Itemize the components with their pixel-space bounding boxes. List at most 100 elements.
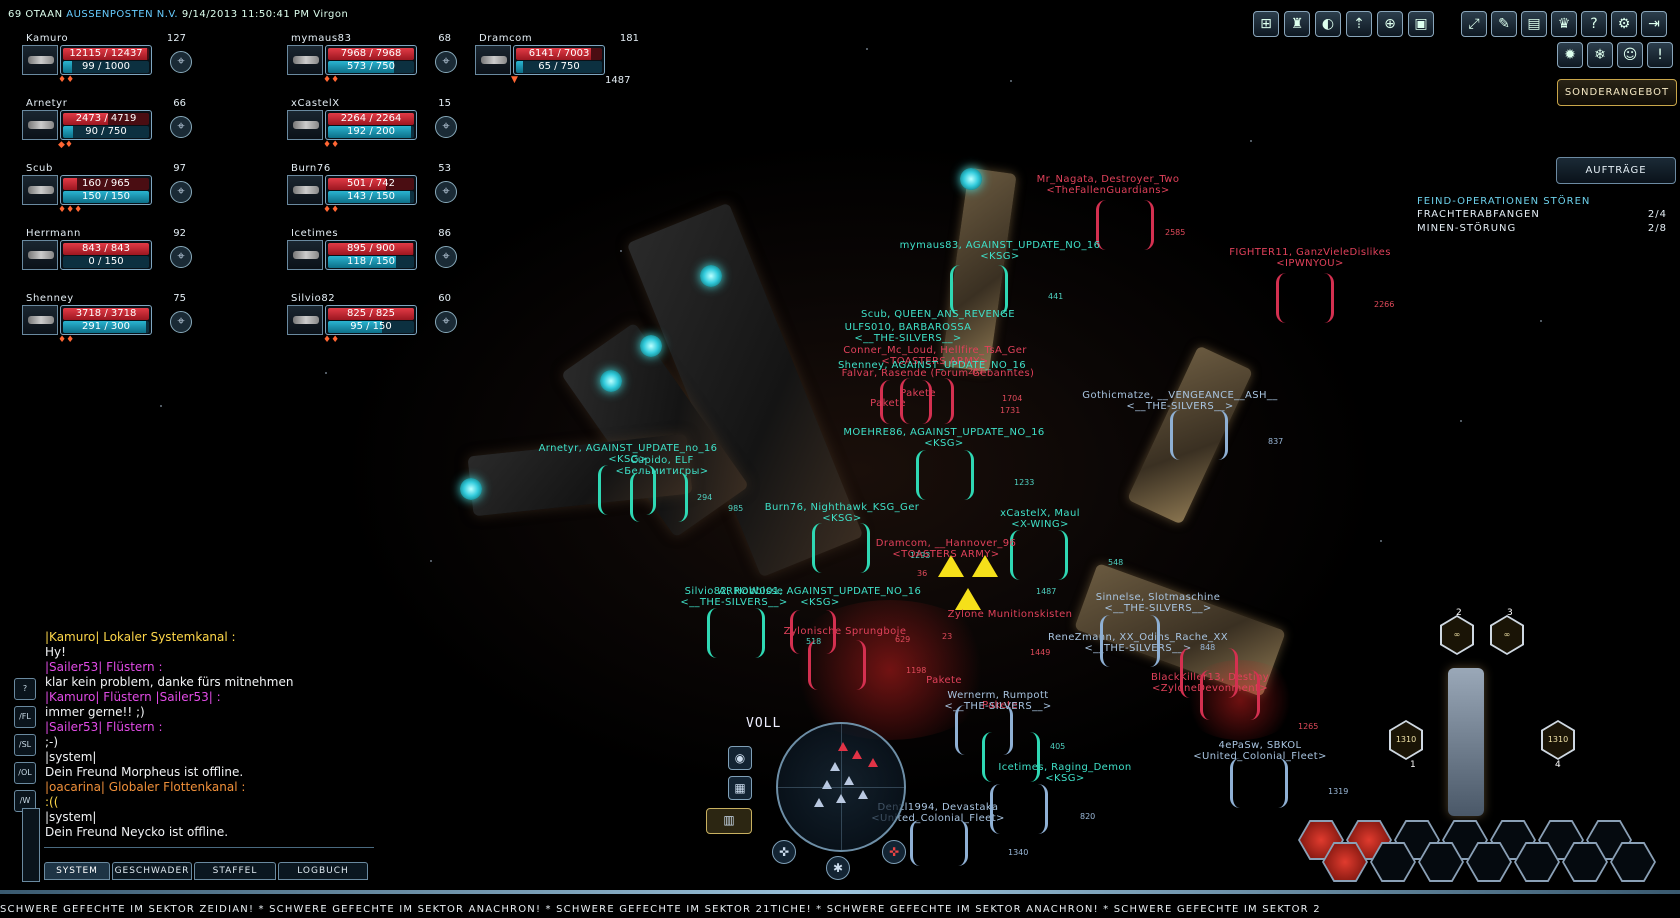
ship-name-label[interactable]: Sinnelse, Slotmaschine<__THE-SILVERS__> [1096, 592, 1221, 614]
ship-portrait[interactable] [22, 45, 58, 75]
orders-button[interactable]: AUFTRÄGE [1556, 157, 1676, 184]
ship-portrait[interactable] [287, 45, 323, 75]
note-icon[interactable]: ✎ [1491, 11, 1517, 37]
ship-name-label[interactable]: Pakete [926, 675, 962, 686]
alert-icon[interactable]: ! [1647, 42, 1673, 68]
ship-name-label[interactable]: Dramcom, __Hannover_96<TOASTERS ARMY> [876, 538, 1017, 560]
chat-channel-button[interactable]: /SL [14, 734, 36, 756]
snowflake-icon[interactable]: ❄ [1587, 42, 1613, 68]
target-bracket[interactable] [950, 265, 1008, 315]
ship-portrait[interactable] [287, 240, 323, 270]
radar-zoom-button[interactable]: ◉ [728, 746, 752, 770]
ship-name-label[interactable]: Denzl1994, Devastaka<United_Colonial_Fle… [871, 802, 1005, 824]
target-crosshair-icon[interactable]: ⌖ [435, 51, 457, 73]
target-bracket[interactable] [1096, 200, 1154, 250]
target-crosshair-icon[interactable]: ⌖ [170, 51, 192, 73]
target-bracket[interactable] [790, 610, 836, 654]
target-bracket[interactable] [1180, 648, 1238, 698]
radar-center-button[interactable]: ✱ [826, 856, 850, 880]
special-offer-button[interactable]: SONDERANGEBOT [1557, 79, 1677, 106]
ship-name-label[interactable]: Falvar, Rasende (Forum Gebanntes) [842, 368, 1035, 379]
pilot-icon[interactable]: ☺ [1617, 42, 1643, 68]
chat-tab[interactable]: STAFFEL [194, 862, 276, 880]
chat-input[interactable] [44, 847, 374, 861]
ship-name-label[interactable]: Wernerm, Rumpott<__THE-SILVERS__> [944, 690, 1051, 712]
trophy-icon[interactable]: ♛ [1551, 11, 1577, 37]
ship-name-label[interactable]: Pakete [870, 398, 906, 409]
ship-portrait[interactable] [22, 175, 58, 205]
chat-tab[interactable]: SYSTEM [44, 862, 110, 880]
target-bracket[interactable] [1276, 273, 1334, 323]
target-bracket[interactable] [955, 705, 1013, 755]
ship-portrait[interactable] [287, 305, 323, 335]
ship-name-label[interactable]: Burn76, Nighthawk_KSG_Ger<KSG> [765, 502, 920, 524]
ship-name-label[interactable]: FIGHTER11, GanzVieleDislikes<IPWNYOU> [1229, 247, 1391, 269]
ship-portrait[interactable] [22, 110, 58, 140]
weapon-mode-button[interactable]: ▥ [706, 808, 752, 834]
target-bracket[interactable] [707, 608, 765, 658]
location-name[interactable]: AUSSENPOSTEN N.V. [66, 9, 179, 20]
fullscreen-icon[interactable]: ⤢ [1461, 11, 1487, 37]
help-icon[interactable]: ? [1581, 11, 1607, 37]
ship-name-label[interactable]: Cupido, ELF<Бельмитигры> [615, 455, 708, 477]
radar-scope[interactable] [776, 722, 906, 852]
chat-tab[interactable]: LOGBUCH [278, 862, 368, 880]
exit-icon[interactable]: ⇥ [1641, 11, 1667, 37]
chat-channel-button[interactable]: /OL [14, 762, 36, 784]
target-crosshair-icon[interactable]: ⌖ [170, 246, 192, 268]
target-bracket[interactable] [1200, 670, 1260, 720]
target-bracket[interactable] [598, 465, 656, 515]
ship-name-label[interactable]: Silvio82, Hobbisse<__THE-SILVERS__> [680, 586, 787, 608]
ship-name-label[interactable]: Mr_Nagata, Destroyer_Two<TheFallenGuardi… [1037, 174, 1180, 196]
radar-grid-button[interactable]: ▦ [728, 776, 752, 800]
ship-name-label[interactable]: Scub, QUEEN_ANS_REVENGE [861, 309, 1015, 320]
radar-right-button[interactable]: ✜ [882, 840, 906, 864]
mission-tracker[interactable]: FEIND-OPERATIONEN STÖREN FRACHTERABFANGE… [1417, 196, 1667, 237]
burst-icon[interactable]: ✹ [1557, 42, 1583, 68]
ship-name-label[interactable]: mymaus83, AGAINST_UPDATE_NO_16<KSG> [900, 240, 1101, 262]
target-bracket[interactable] [916, 450, 974, 500]
ship-name-label[interactable]: MOEHRE86, AGAINST_UPDATE_NO_16<KSG> [843, 427, 1044, 449]
ship-portrait[interactable] [475, 45, 511, 75]
ship-portrait[interactable] [22, 240, 58, 270]
ship-name-label[interactable]: Arnetyr, AGAINST_UPDATE_no_16<KSG> [539, 443, 718, 465]
chest-icon[interactable]: ▤ [1521, 11, 1547, 37]
ship-icon[interactable]: ▣ [1408, 11, 1434, 37]
target-crosshair-icon[interactable]: ⌖ [435, 311, 457, 333]
chat-tab[interactable]: GESCHWADER [112, 862, 192, 880]
target-bracket[interactable] [910, 820, 968, 866]
ship-name-label[interactable]: xCastelX, Maul<X-WING> [1000, 508, 1080, 530]
formation-icon[interactable]: ⇡ [1346, 11, 1372, 37]
ship-name-label[interactable]: Zylonische Sprungboje [784, 626, 907, 637]
ship-portrait[interactable] [287, 175, 323, 205]
ship-name-label[interactable]: Pakete [900, 388, 936, 399]
target-crosshair-icon[interactable]: ⌖ [170, 116, 192, 138]
target-icon[interactable]: ⊕ [1377, 11, 1403, 37]
target-bracket[interactable] [1170, 410, 1228, 460]
chat-channel-button[interactable]: /FL [14, 706, 36, 728]
target-crosshair-icon[interactable]: ⌖ [170, 181, 192, 203]
ship-name-label[interactable]: ULFS010, BARBAROSSA<__THE-SILVERS__> [845, 322, 972, 344]
target-crosshair-icon[interactable]: ⌖ [170, 311, 192, 333]
hangar-icon[interactable]: ⊞ [1253, 11, 1279, 37]
ship-portrait[interactable] [22, 305, 58, 335]
target-bracket[interactable] [1230, 758, 1288, 808]
ship-portrait[interactable] [287, 110, 323, 140]
radar-mode-label[interactable]: VOLL [746, 716, 782, 731]
chat-channel-button[interactable]: ? [14, 678, 36, 700]
ship-name-label[interactable]: Pakete [982, 700, 1018, 711]
target-bracket[interactable] [1010, 530, 1068, 580]
target-bracket[interactable] [880, 380, 932, 424]
ship-name-label[interactable]: Conner_Mc_Loud, Hellfire_TsA_Ger<TOASTER… [843, 345, 1027, 367]
drop-icon[interactable]: ◐ [1315, 11, 1341, 37]
target-bracket[interactable] [1100, 615, 1160, 667]
ship-name-label[interactable]: ReneZmann, XX_Odins_Rache_XX<__THE-SILVE… [1048, 632, 1228, 654]
